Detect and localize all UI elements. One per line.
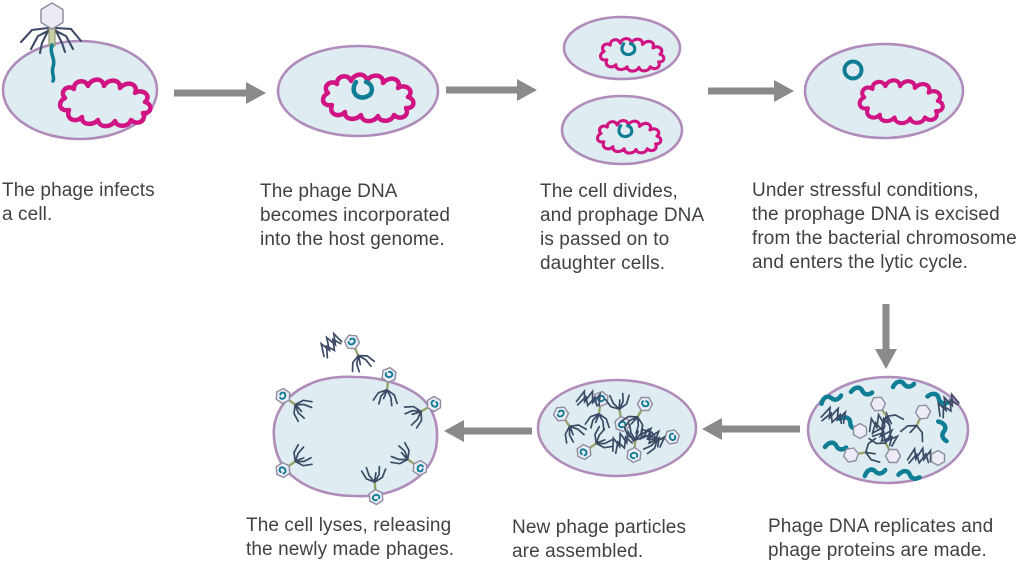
cell-daughter-2 <box>560 94 684 166</box>
cell-lysis <box>270 330 447 505</box>
cell-excision <box>803 42 965 140</box>
cell-daughter-1 <box>562 15 682 81</box>
caption-step-2: The phage DNA becomes incorporated into … <box>260 181 450 250</box>
caption-step-5: Phage DNA replicates and phage proteins … <box>768 516 994 561</box>
cell-infection <box>1 2 159 141</box>
caption-step-7: The cell lyses, releasing the newly made… <box>246 515 455 560</box>
phage-capsid-icon <box>852 422 868 440</box>
cell-replication <box>806 375 970 485</box>
arrow-step3-to-4 <box>708 80 794 102</box>
bacteriophage-icon <box>19 2 83 83</box>
phage-capsid-icon <box>930 449 946 467</box>
cell-assembly <box>536 378 698 478</box>
cell-membrane <box>560 94 684 166</box>
excised-phage-dna <box>842 59 864 81</box>
cell-prophage <box>276 44 440 138</box>
arrow-step1-to-2 <box>174 82 266 104</box>
arrow-step2-to-3 <box>446 79 537 101</box>
injected-phage-dna <box>49 43 56 83</box>
phage-protein-parts <box>315 330 346 360</box>
arrow-step5-to-6 <box>702 418 800 440</box>
released-phage-icon <box>338 330 376 374</box>
caption-step-3: The cell divides, and prophage DNA is pa… <box>540 181 705 274</box>
cell-membrane <box>276 44 440 138</box>
caption-step-4: Under stressful conditions, the prophage… <box>752 180 1017 273</box>
caption-step-1: The phage infects a cell. <box>2 180 155 225</box>
cell-membrane <box>803 42 965 140</box>
arrow-step4-to-5 <box>875 304 897 369</box>
lysing-cell-membrane <box>272 375 439 498</box>
caption-step-6: New phage particles are assembled. <box>512 517 687 562</box>
arrow-step6-to-7 <box>444 420 532 442</box>
